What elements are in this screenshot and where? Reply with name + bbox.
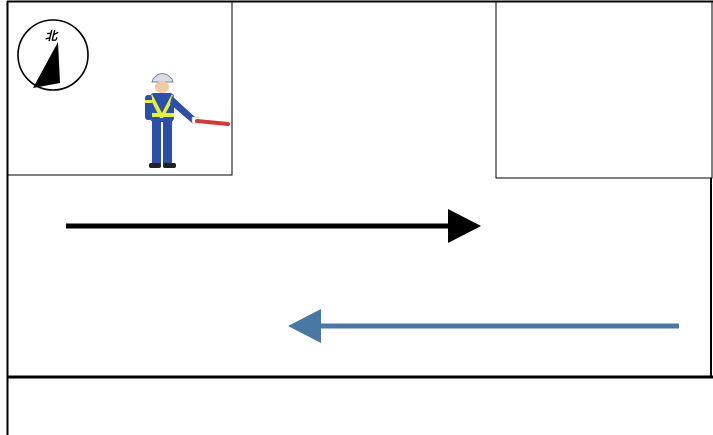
flagman-right-leg xyxy=(163,120,172,164)
traffic-flagman-icon xyxy=(145,73,230,168)
flagman-right-arm xyxy=(170,96,196,123)
compass-needle xyxy=(33,42,60,88)
compass-label: 北 xyxy=(45,29,59,43)
building-block-right xyxy=(495,1,713,179)
lane-arrow-right xyxy=(66,209,481,243)
flagman-face xyxy=(155,81,169,93)
flagman-right-shoe xyxy=(163,163,176,168)
flagman-left-shoe xyxy=(149,163,161,168)
flagman-left-cuff xyxy=(145,100,152,103)
flagman-belt xyxy=(150,113,174,117)
lane-arrow-left xyxy=(288,309,679,343)
arrow-right-head xyxy=(448,209,481,243)
arrow-left-head xyxy=(288,309,321,343)
north-compass-icon: 北 xyxy=(17,19,89,91)
flagman-left-arm xyxy=(145,95,152,120)
flagman-helmet xyxy=(151,73,174,83)
flagman-baton xyxy=(195,119,230,126)
flagman-left-leg xyxy=(152,120,161,164)
